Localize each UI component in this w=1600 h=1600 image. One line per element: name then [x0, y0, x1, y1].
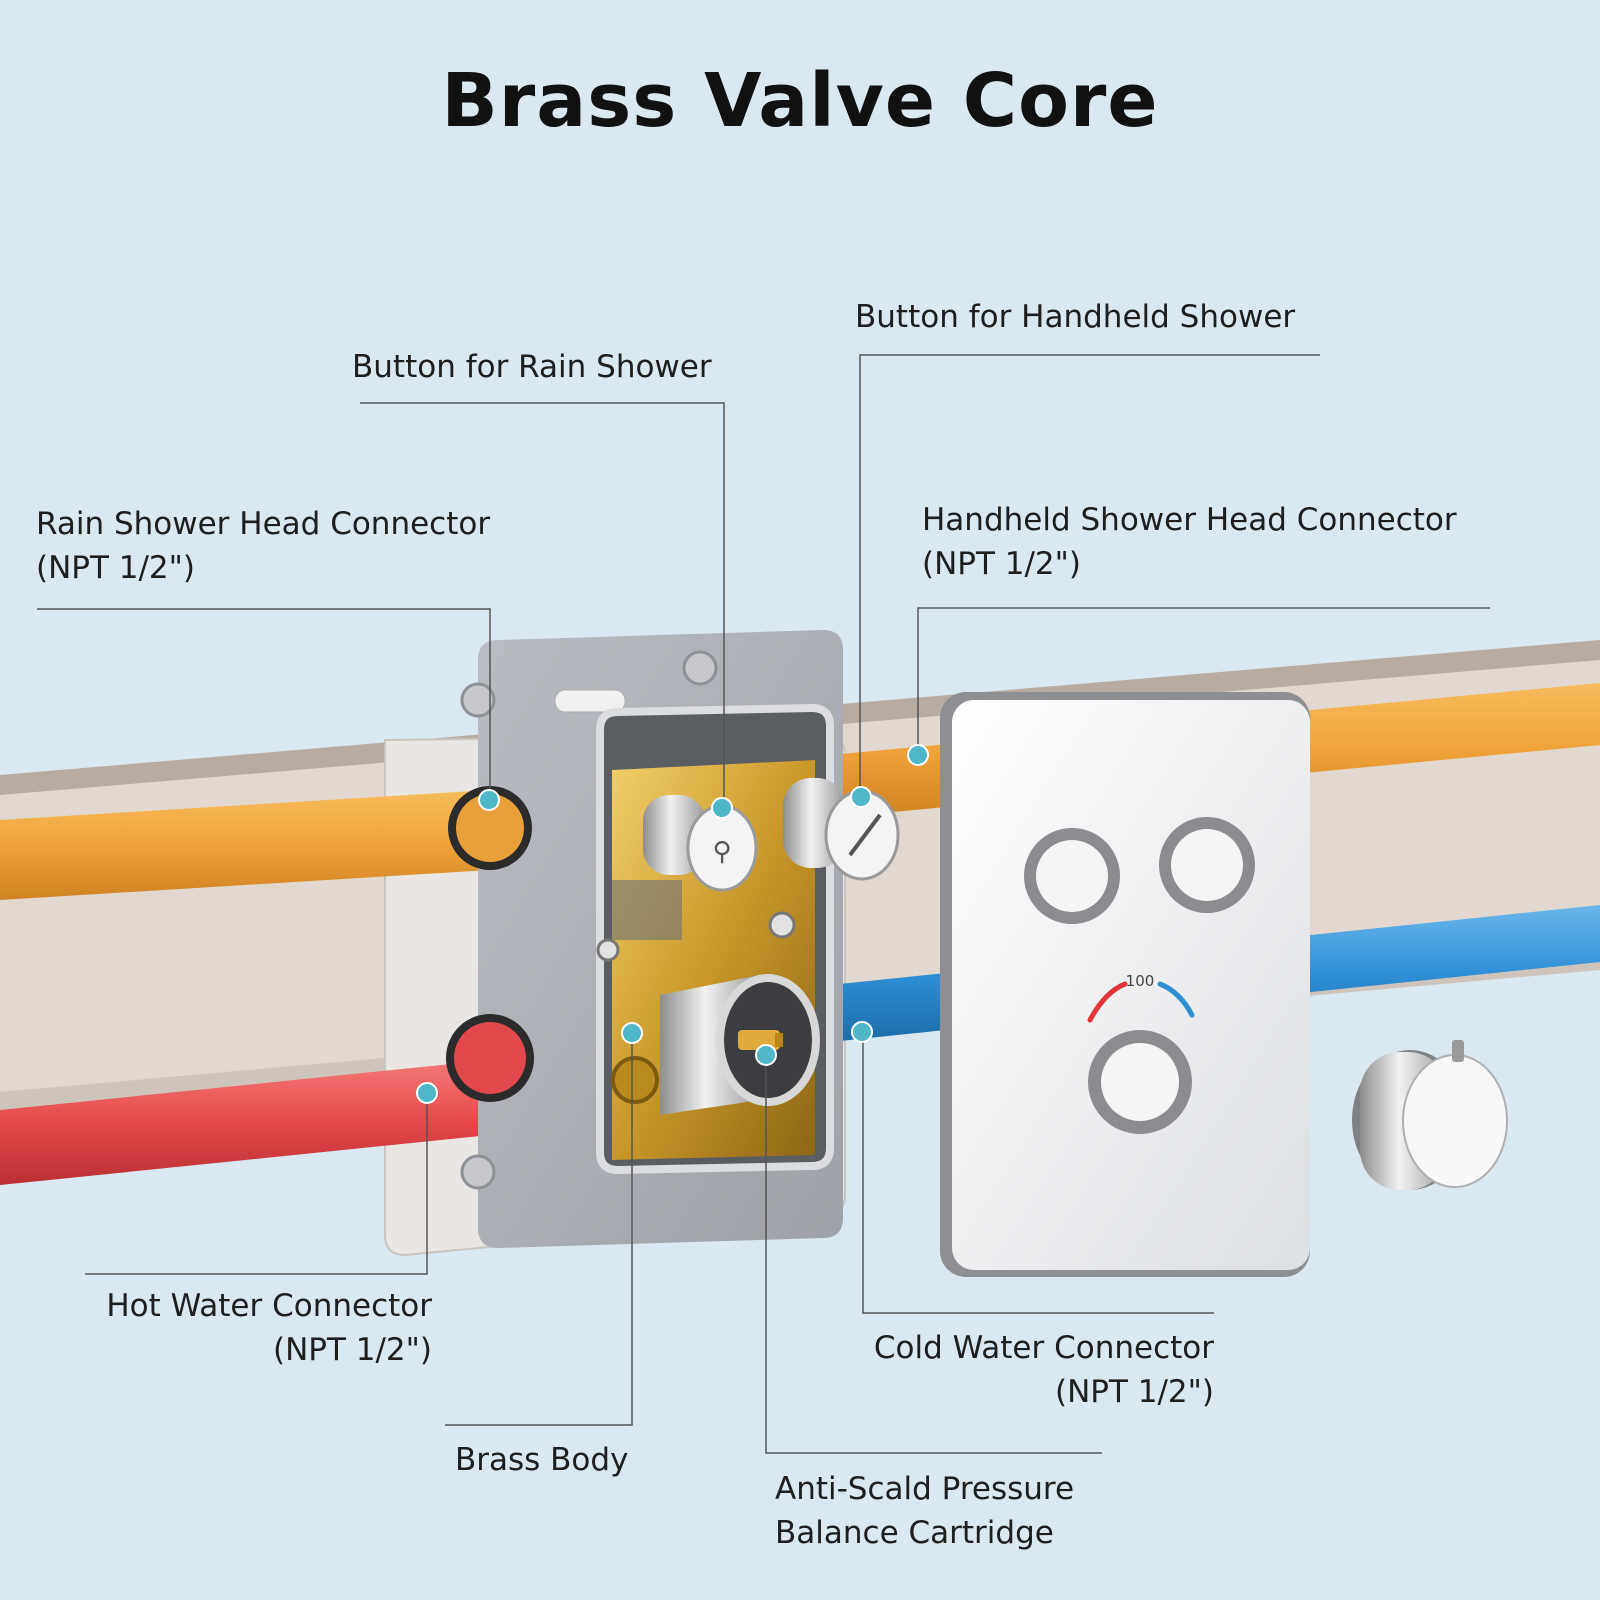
hot-water-pipe — [0, 1060, 490, 1185]
label-rain-connector-line1: Rain Shower Head Connector — [36, 506, 491, 542]
page-title: Brass Valve Core — [441, 58, 1159, 144]
label-cold-connector: Cold Water Connector (NPT 1/2") — [874, 1326, 1214, 1414]
label-cold-connector-line1: Cold Water Connector — [873, 1330, 1214, 1366]
dot-rain-connector — [478, 789, 500, 811]
label-handheld-connector: Handheld Shower Head Connector (NPT 1/2"… — [922, 498, 1457, 586]
dot-handheld-connector — [907, 744, 929, 766]
leader-cartridge — [765, 1055, 1102, 1454]
label-hot-connector-line1: Hot Water Connector — [106, 1288, 432, 1324]
label-cold-connector-line2: (NPT 1/2") — [1054, 1374, 1214, 1410]
label-handheld-connector-line1: Handheld Shower Head Connector — [922, 502, 1457, 538]
label-cartridge-line1: Anti-Scald Pressure — [775, 1471, 1075, 1507]
leader-brass-body — [445, 1033, 633, 1426]
label-rain-connector-line2: (NPT 1/2") — [36, 550, 196, 586]
label-hot-connector: Hot Water Connector (NPT 1/2") — [106, 1284, 432, 1372]
label-handheld-connector-line2: (NPT 1/2") — [922, 546, 1082, 582]
dot-rain-button — [711, 797, 733, 819]
dot-cold-connector — [851, 1021, 873, 1043]
dot-cartridge — [755, 1044, 777, 1066]
leader-rain-button — [360, 402, 725, 812]
label-cartridge: Anti-Scald Pressure Balance Cartridge — [775, 1467, 1074, 1555]
label-button-rain: Button for Rain Shower — [352, 349, 712, 385]
leader-cold-connector — [862, 1032, 1214, 1314]
temperature-knob — [1402, 1054, 1508, 1188]
leader-handheld-connector — [917, 607, 1490, 755]
rain-shower-pipe — [0, 790, 490, 900]
label-rain-connector: Rain Shower Head Connector (NPT 1/2") — [36, 502, 490, 590]
dial-marking: 100 — [1126, 972, 1155, 990]
leader-rain-connector — [37, 608, 491, 800]
dot-hot-connector — [416, 1082, 438, 1104]
svg-text:⚲: ⚲ — [712, 837, 731, 867]
leader-handheld-button — [859, 354, 1320, 797]
dot-handheld-button — [850, 786, 872, 808]
dot-brass-body — [621, 1022, 643, 1044]
label-brass-body: Brass Body — [455, 1442, 629, 1478]
label-button-handheld: Button for Handheld Shower — [855, 299, 1296, 335]
leader-hot-connector — [85, 1093, 428, 1275]
label-hot-connector-line2: (NPT 1/2") — [272, 1332, 432, 1368]
label-cartridge-line2: Balance Cartridge — [775, 1515, 1054, 1551]
